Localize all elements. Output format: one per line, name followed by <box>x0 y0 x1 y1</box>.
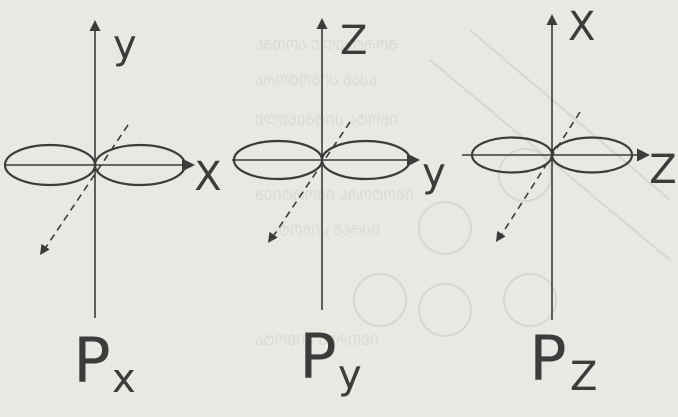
vertical-axis-label: Z <box>340 18 367 64</box>
svg-text:ᲐᲢᲝᲛᲘᲡ ᲒᲐᲠᲡᲘ: ᲐᲢᲝᲛᲘᲡ ᲒᲐᲠᲡᲘ <box>270 223 380 239</box>
vertical-axis-arrowhead <box>89 20 101 31</box>
svg-text:ᲞᲠᲝᲢᲝᲜᲘᲡ ᲛᲐᲡᲐ: ᲞᲠᲝᲢᲝᲜᲘᲡ ᲛᲐᲡᲐ <box>255 73 377 89</box>
depth-axis-arrowhead <box>496 230 506 242</box>
depth-axis-arrowhead <box>268 231 278 243</box>
orbital-name-subscript: y <box>338 352 362 398</box>
orbital-name-subscript: x <box>112 356 136 402</box>
horizontal-axis-label: Z <box>649 147 676 193</box>
vertical-axis-label: y <box>113 22 137 68</box>
vertical-axis-arrowhead <box>546 14 558 25</box>
depth-axis-dashed-line <box>43 124 129 251</box>
orbital-name-label: P <box>529 322 566 395</box>
vertical-axis-arrowhead <box>316 18 328 29</box>
depth-axis-arrowhead <box>40 243 50 255</box>
horizontal-axis-arrowhead <box>637 148 650 162</box>
orbital-name-subscript: Z <box>570 354 597 400</box>
orbital-name-label: P <box>73 324 110 397</box>
horizontal-axis-label: X <box>194 154 221 200</box>
orbital-lobe-right <box>550 136 634 174</box>
depth-axis-dashed-line <box>271 121 351 239</box>
orbital-name-label: P <box>299 320 336 393</box>
vertical-axis-label: X <box>568 4 595 50</box>
svg-text:ᲜᲔᲘᲢᲠᲝᲜᲘ ᲞᲠᲝᲢᲝᲜᲘ: ᲜᲔᲘᲢᲠᲝᲜᲘ ᲞᲠᲝᲢᲝᲜᲘ <box>255 188 414 204</box>
svg-text:ᲙᲜᲗᲝᲐ ᲔᲚᲔᲥᲢᲠᲝᲜ: ᲙᲜᲗᲝᲐ ᲔᲚᲔᲥᲢᲠᲝᲜ <box>255 38 397 54</box>
orbital-lobe-right <box>93 143 187 187</box>
orbital-lobe-right <box>320 139 412 181</box>
horizontal-axis-label: y <box>422 150 446 196</box>
depth-axis-dashed-line <box>499 111 581 238</box>
svg-text:ᲔᲚᲔᲛᲔᲜᲢᲘᲡ ᲐᲢᲝᲛᲘ: ᲔᲚᲔᲛᲔᲜᲢᲘᲡ ᲐᲢᲝᲛᲘ <box>255 113 398 129</box>
page-bleed-through: ᲙᲜᲗᲝᲐ ᲔᲚᲔᲥᲢᲠᲝᲜ ᲞᲠᲝᲢᲝᲜᲘᲡ ᲛᲐᲡᲐ ᲔᲚᲔᲛᲔᲜᲢᲘᲡ Ა… <box>255 29 671 349</box>
svg-text:ᲐᲢᲝᲛᲘᲡ ᲑᲘᲠᲗᲕᲘ: ᲐᲢᲝᲛᲘᲡ ᲑᲘᲠᲗᲕᲘ <box>255 333 379 349</box>
